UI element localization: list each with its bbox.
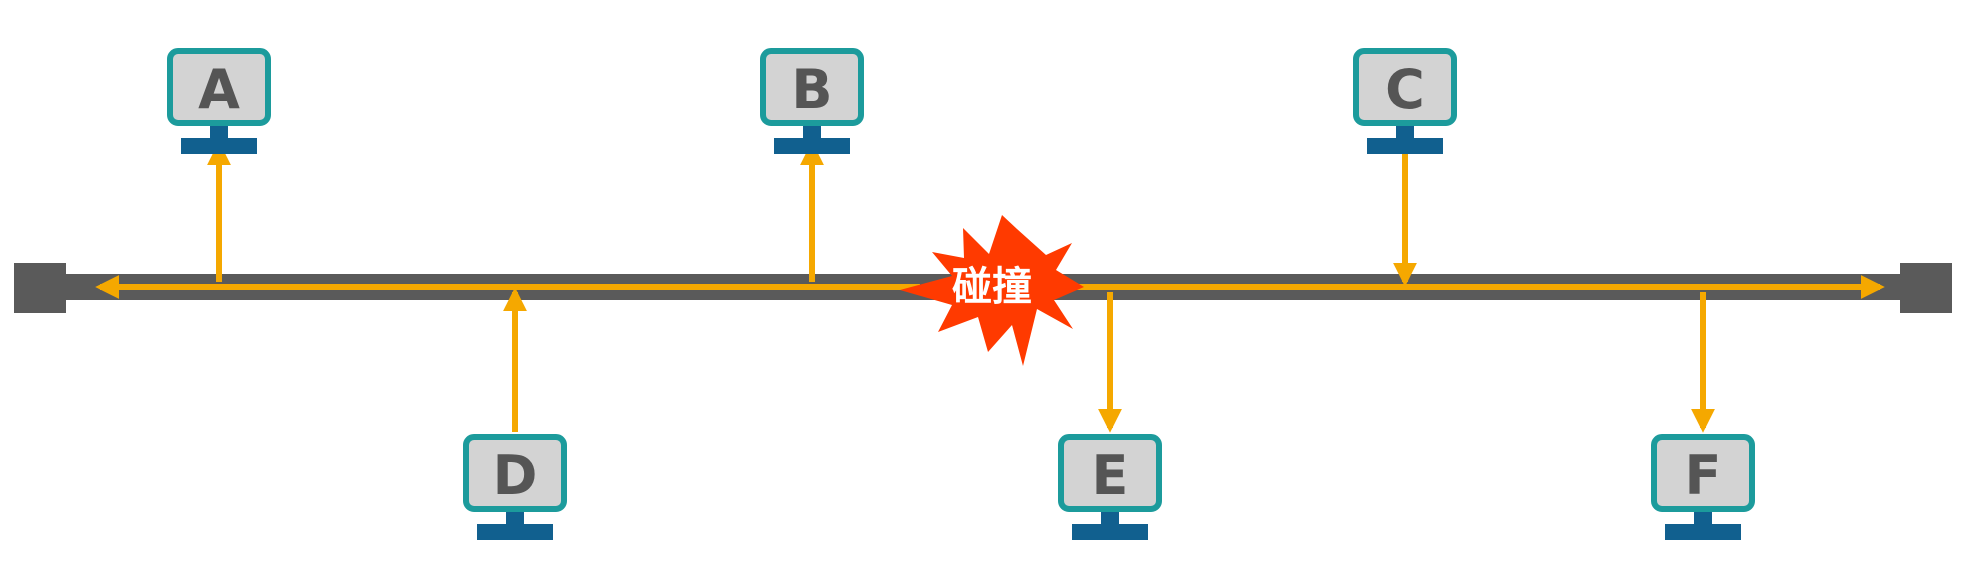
monitor-base (181, 138, 257, 154)
monitor-icon (1058, 434, 1162, 512)
collision-burst: 碰撞 (900, 215, 1084, 366)
host-c: C (1353, 48, 1457, 154)
host-label: A (198, 58, 240, 121)
host-f: F (1651, 434, 1755, 540)
monitor-icon (760, 48, 864, 126)
monitor-icon (1651, 434, 1755, 512)
burst-shape (900, 215, 1084, 366)
monitor-neck (1694, 512, 1712, 526)
monitor-base (477, 524, 553, 540)
monitor-neck (210, 126, 228, 140)
monitor-icon (463, 434, 567, 512)
monitor-icon (1353, 48, 1457, 126)
host-label: F (1685, 444, 1722, 507)
host-d: D (463, 434, 567, 540)
host-b: B (760, 48, 864, 154)
host-label: E (1092, 444, 1129, 507)
signal-lines (95, 141, 1885, 433)
host-label: C (1385, 58, 1425, 121)
monitor-neck (506, 512, 524, 526)
monitor-base (1367, 138, 1443, 154)
monitor-icon (167, 48, 271, 126)
monitor-base (1665, 524, 1741, 540)
monitor-base (1072, 524, 1148, 540)
host-e: E (1058, 434, 1162, 540)
bus-terminator-right (1900, 263, 1952, 313)
collision-label: 碰撞 (952, 264, 1032, 310)
host-a: A (167, 48, 271, 154)
host-label: B (791, 58, 832, 121)
monitor-neck (1396, 126, 1414, 140)
host-label: D (493, 444, 538, 507)
monitor-neck (803, 126, 821, 140)
monitor-neck (1101, 512, 1119, 526)
monitor-base (774, 138, 850, 154)
